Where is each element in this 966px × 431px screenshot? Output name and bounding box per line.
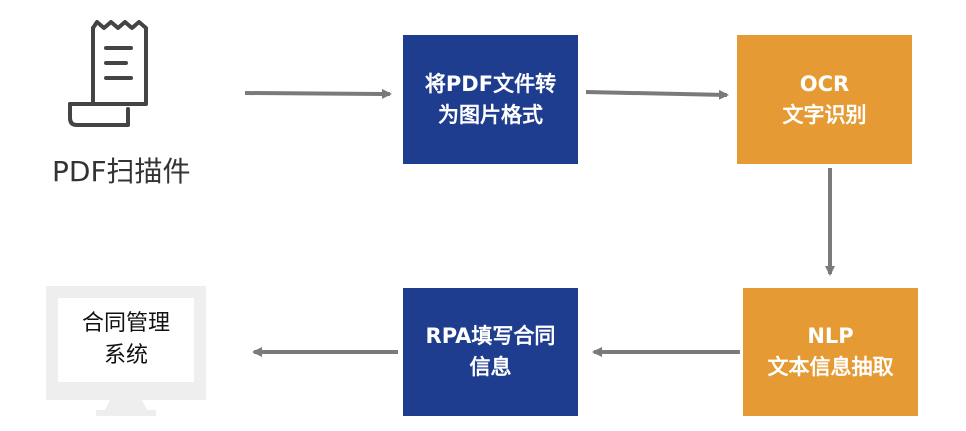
monitor-icon (46, 286, 206, 416)
step-label-line2: 文本信息抽取 (767, 355, 894, 379)
step-label-line2: 文字识别 (782, 102, 867, 127)
document-scroll-icon (68, 20, 148, 127)
step-convert-to-image: 将PDF文件转 为图片格式 (403, 35, 578, 164)
step-label-line2: 为图片格式 (438, 102, 543, 127)
step-label-line1: 将PDF文件转 (424, 71, 557, 96)
source-label: PDF扫描件 (52, 155, 191, 188)
target-label-line2: 系统 (103, 343, 148, 368)
step-label-line1: RPA填写合同 (425, 324, 556, 348)
step-label-line1: NLP (807, 324, 854, 348)
step-ocr: OCR 文字识别 (737, 35, 912, 164)
target-label-line1: 合同管理 (81, 311, 170, 336)
arrow-convert-to-ocr (585, 89, 729, 100)
step-nlp: NLP 文本信息抽取 (743, 288, 918, 416)
target-system-label: 合同管理 系统 (46, 308, 206, 372)
arrow-source-to-convert (244, 88, 392, 99)
step-label-line2: 信息 (469, 355, 512, 379)
step-rpa: RPA填写合同 信息 (403, 288, 578, 416)
step-label-line1: OCR (799, 71, 850, 96)
